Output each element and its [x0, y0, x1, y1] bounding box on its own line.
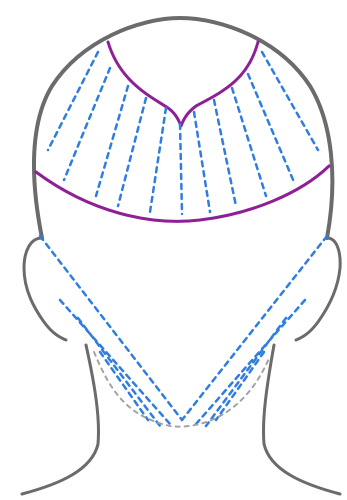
lower-guide-lines: [40, 236, 327, 426]
guide-line: [96, 86, 128, 196]
right-ear-outline: [296, 238, 340, 340]
head-outline: [34, 18, 332, 238]
faint-hairline: [94, 352, 270, 427]
guide-line: [180, 124, 182, 214]
left-ear-outline: [24, 238, 66, 340]
guide-line: [206, 318, 286, 426]
upper-guide-lines: [48, 52, 318, 214]
guide-line: [262, 52, 318, 150]
guide-line: [40, 236, 182, 420]
guide-line: [196, 300, 305, 424]
guide-line: [100, 352, 148, 420]
guide-line: [216, 352, 264, 420]
guide-line: [248, 74, 294, 182]
guide-line: [150, 108, 166, 212]
guide-line: [48, 52, 98, 150]
guide-line: [194, 112, 210, 212]
guide-line: [60, 300, 170, 424]
guide-line: [214, 100, 236, 206]
guide-line: [118, 98, 146, 206]
guide-line: [182, 236, 327, 420]
right-neck-outline: [263, 345, 340, 494]
left-neck-outline: [22, 345, 99, 494]
crown-section-line: [108, 42, 258, 126]
guide-line: [64, 68, 110, 180]
